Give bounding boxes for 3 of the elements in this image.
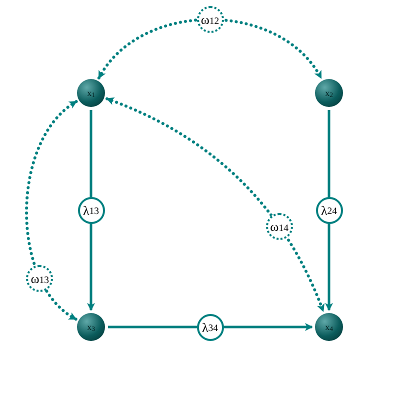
- dotted-arrow: [106, 97, 325, 313]
- dotted-arrow: [97, 18, 323, 80]
- dotted-arrow: [25, 100, 78, 321]
